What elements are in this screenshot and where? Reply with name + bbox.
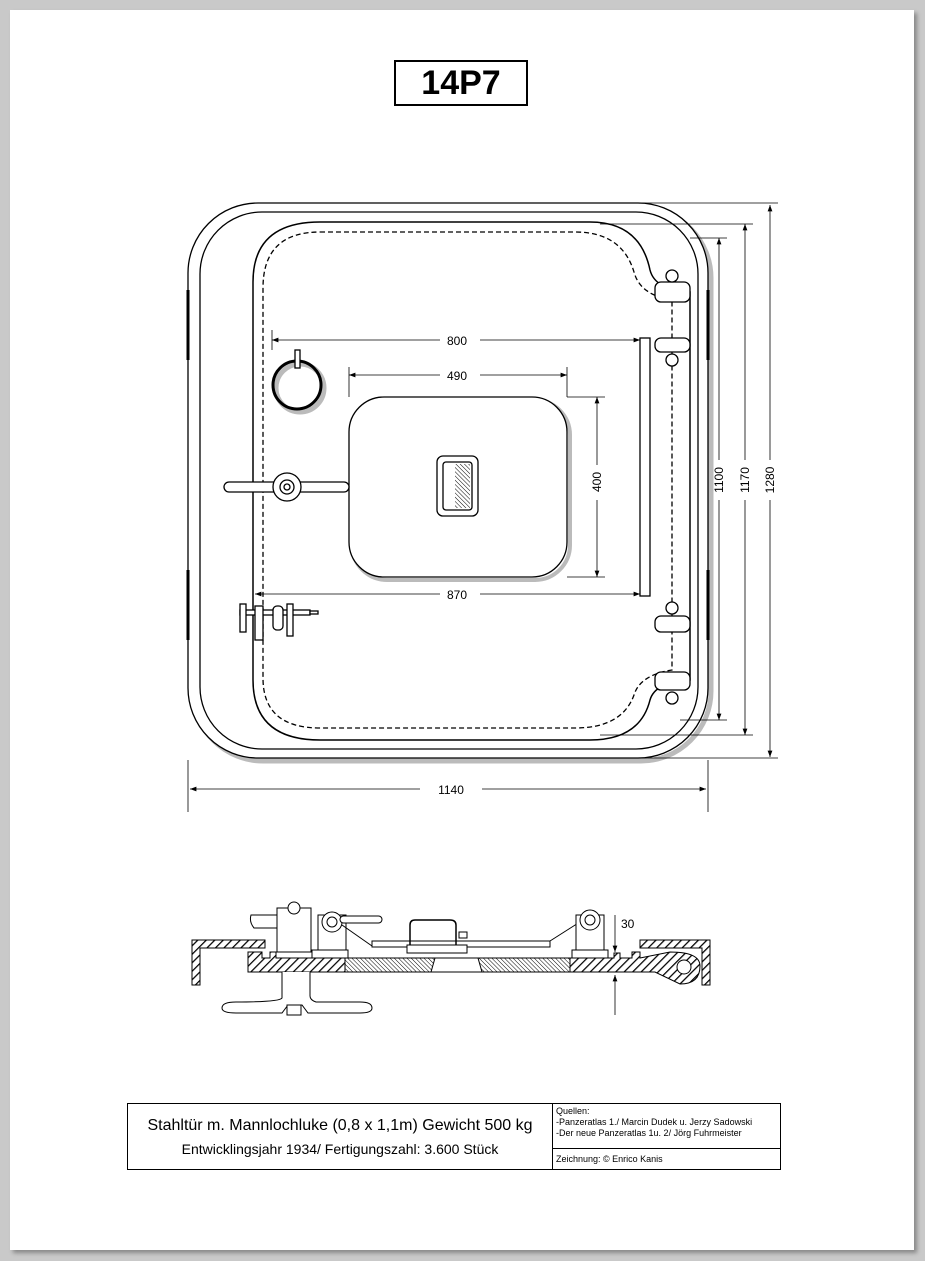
dim-400: 400	[590, 472, 604, 492]
hinge-bottom	[654, 601, 691, 705]
dim-30: 30	[621, 917, 635, 931]
title-block: Stahltür m. Mannlochluke (0,8 x 1,1m) Ge…	[127, 1103, 781, 1170]
door-section-view	[191, 901, 711, 1016]
dimension-lines	[187, 202, 778, 812]
title-block-production: Entwicklingsjahr 1934/ Fertigungszahl: 3…	[181, 1140, 499, 1157]
dim-870: 870	[447, 588, 467, 602]
dim-1170: 1170	[738, 467, 752, 493]
sources-label: Quellen:	[556, 1106, 590, 1116]
dim-800: 800	[447, 334, 467, 348]
locking-bolt	[239, 603, 319, 641]
dim-1100: 1100	[712, 467, 726, 493]
sources: Quellen: -Panzeratlas 1./ Marcin Dudek u…	[553, 1104, 780, 1149]
drawing-title: 14P7	[394, 60, 528, 106]
dim-1140: 1140	[438, 783, 464, 797]
door-front-view	[186, 202, 714, 764]
drawing-credit: Zeichnung: © Enrico Kanis	[556, 1154, 663, 1164]
source-1: -Panzeratlas 1./ Marcin Dudek u. Jerzy S…	[556, 1117, 753, 1127]
dim-490: 490	[447, 369, 467, 383]
title-block-description: Stahltür m. Mannlochluke (0,8 x 1,1m) Ge…	[147, 1116, 533, 1134]
source-2: -Der neue Panzeratlas 1u. 2/ Jörg Fuhrme…	[556, 1128, 742, 1138]
dim-1280: 1280	[763, 466, 777, 493]
hinge-top	[654, 269, 691, 367]
